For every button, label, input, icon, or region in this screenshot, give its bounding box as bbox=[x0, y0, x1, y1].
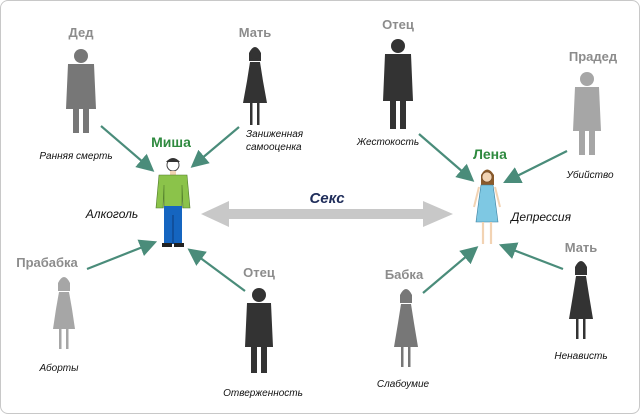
relative-praded-name: Прадед bbox=[569, 49, 618, 64]
female-silhouette-icon bbox=[243, 47, 267, 125]
female-silhouette-icon bbox=[569, 261, 593, 339]
misha-person-icon bbox=[155, 158, 191, 247]
relative-babka-caption: Слабоумие bbox=[377, 378, 430, 390]
relative-babka-name: Бабка bbox=[385, 267, 424, 282]
relative-prababka: Прабабка Аборты bbox=[16, 255, 79, 374]
relative-ded-caption: Ранняя смерть bbox=[39, 151, 112, 162]
relative-mat-lena-caption: Ненависть bbox=[554, 351, 607, 362]
male-silhouette-icon bbox=[245, 288, 273, 373]
relative-otec-misha: Отец Отверженность bbox=[223, 265, 303, 399]
misha-figure: Миша Алкоголь bbox=[85, 134, 191, 247]
arrow-mat-to-lena bbox=[498, 242, 564, 271]
male-silhouette-icon bbox=[66, 49, 96, 133]
arrow-otec-to-misha bbox=[187, 248, 246, 292]
female-silhouette-icon bbox=[53, 277, 75, 349]
relative-otec-lena-name: Отец bbox=[382, 17, 414, 32]
relative-otec-misha-caption: Отверженность bbox=[223, 388, 303, 399]
relative-mat-misha-caption-1: Заниженная bbox=[246, 129, 304, 140]
relative-otec-misha-name: Отец bbox=[243, 265, 275, 280]
double-arrow-shape bbox=[201, 201, 453, 227]
misha-name: Миша bbox=[151, 134, 191, 150]
arrow-prababka-to-misha bbox=[86, 239, 158, 271]
male-silhouette-icon bbox=[383, 39, 413, 129]
relative-ded: Дед Ранняя смерть bbox=[39, 25, 112, 162]
misha-trait: Алкоголь bbox=[85, 207, 138, 221]
lena-trait: Депрессия bbox=[509, 210, 572, 224]
female-silhouette-icon bbox=[394, 289, 418, 367]
center-double-arrow: Секс bbox=[201, 190, 453, 227]
male-silhouette-icon bbox=[573, 72, 601, 155]
relative-ded-name: Дед bbox=[69, 25, 95, 40]
relative-otec-lena-caption: Жестокость bbox=[356, 137, 419, 148]
influence-arrows bbox=[86, 125, 568, 294]
center-label: Секс bbox=[309, 190, 345, 207]
lena-name: Лена bbox=[473, 146, 507, 162]
relative-mat-misha-name: Мать bbox=[239, 25, 272, 40]
relative-praded-caption: Убийство bbox=[565, 169, 613, 181]
arrow-babka-to-lena bbox=[422, 246, 479, 294]
relative-prababka-caption: Аборты bbox=[39, 362, 80, 374]
relative-babka: Бабка Слабоумие bbox=[377, 267, 430, 390]
lena-figure: Лена Депрессия bbox=[473, 146, 572, 244]
arrow-praded-to-lena bbox=[503, 150, 568, 183]
relative-otec-lena: Отец Жестокость bbox=[356, 17, 419, 148]
relative-mat-lena-name: Мать bbox=[565, 240, 598, 255]
relative-mat-misha-caption-2: самооценка bbox=[246, 142, 302, 153]
relative-prababka-name: Прабабка bbox=[16, 255, 78, 270]
relative-mat-misha: Мать Заниженная самооценка bbox=[239, 25, 304, 153]
arrow-otec-to-lena bbox=[418, 133, 475, 182]
arrow-mat-to-misha bbox=[190, 126, 240, 168]
relative-praded: Прадед Убийство bbox=[565, 49, 617, 181]
arrow-ded-to-misha bbox=[100, 125, 155, 172]
relative-mat-lena: Мать Ненависть bbox=[554, 240, 607, 362]
lena-person-icon bbox=[473, 169, 501, 244]
